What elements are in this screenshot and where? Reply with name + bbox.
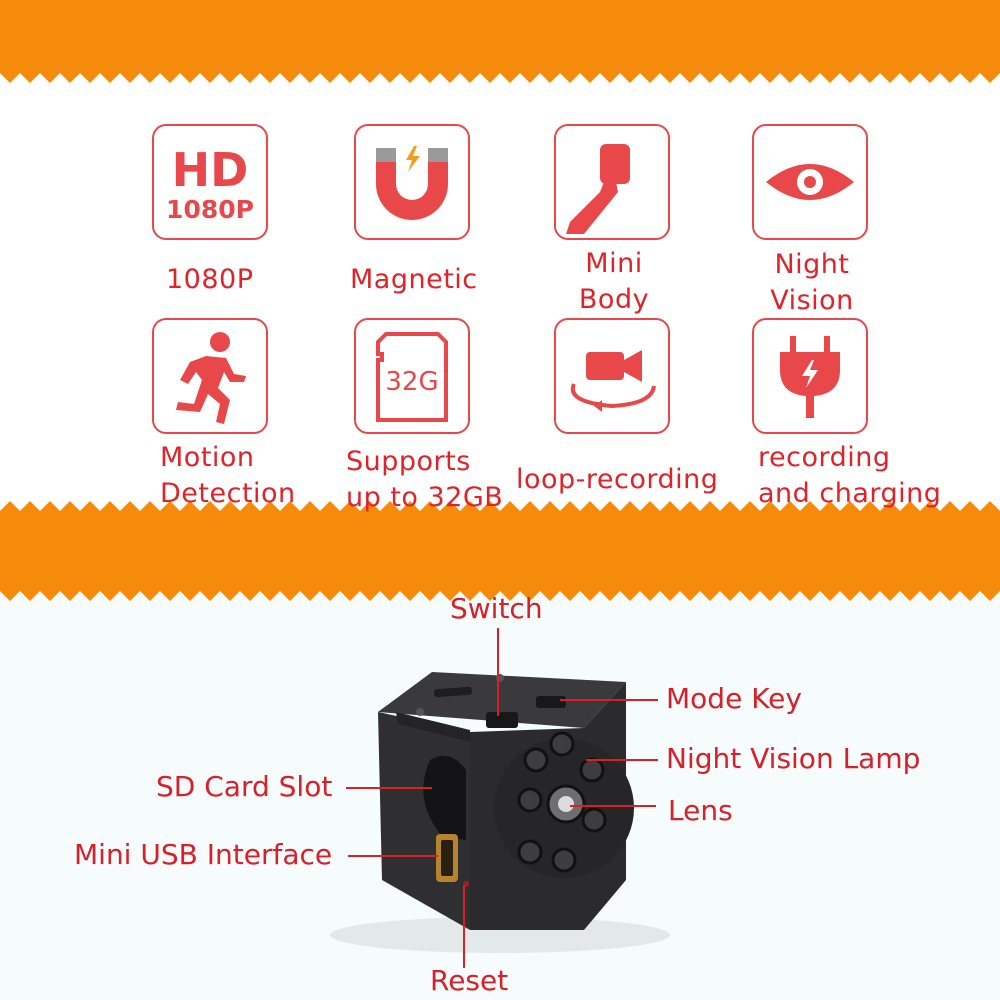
- top-orange-band: [0, 0, 1000, 83]
- feature-label-night-vision: Night Vision: [770, 249, 854, 316]
- callout-switch: Switch: [450, 592, 543, 625]
- motion-detection-tile: [152, 318, 268, 434]
- plug-icon: [780, 336, 840, 418]
- feature-label-motion-detection: Motion Detection: [160, 442, 296, 509]
- callout-mini-usb-interface: Mini USB Interface: [74, 838, 333, 871]
- loop-recording-tile: [554, 318, 670, 434]
- switch-button: [486, 712, 518, 728]
- night-vision-tile: [752, 124, 868, 240]
- 1080p-text: 1080P: [166, 195, 254, 224]
- feature-label-1080p: 1080P: [166, 264, 254, 295]
- reset-hole: [463, 881, 469, 887]
- mini-body-tile: [554, 124, 670, 240]
- hd-1080p-tile: HD 1080P: [152, 124, 268, 240]
- magnet-icon: [376, 146, 448, 220]
- callout-lens: Lens: [668, 794, 733, 827]
- eye-icon: [766, 164, 854, 200]
- 32g-text: 32G: [385, 367, 438, 397]
- feature-label-mini-body: Mini Body: [578, 248, 650, 315]
- feature-label-loop-recording: loop-recording: [516, 464, 719, 495]
- loop-camera-icon: [570, 350, 656, 412]
- recording-charging-tile: [752, 318, 868, 434]
- hd-text: HD: [172, 143, 249, 197]
- hd-1080p-icon: HD 1080P: [166, 143, 254, 224]
- mode-key-button: [536, 696, 566, 708]
- sd-card-tile: 32G: [354, 318, 470, 434]
- callout-night-vision-lamp: Night Vision Lamp: [666, 742, 921, 775]
- mini-body-icon: [566, 144, 630, 234]
- night-vision-leds: [517, 731, 607, 873]
- camera-top-face: [378, 672, 626, 728]
- magnetic-tile: [354, 124, 470, 240]
- callout-reset: Reset: [430, 964, 509, 997]
- callout-sd-card-slot: SD Card Slot: [156, 770, 333, 803]
- sd-card-icon: 32G: [376, 332, 448, 422]
- feature-label-32gb: Supports up to 32GB: [346, 446, 504, 513]
- middle-orange-band: [0, 501, 1000, 601]
- feature-label-magnetic: Magnetic: [350, 264, 478, 295]
- running-person-icon: [176, 332, 246, 424]
- sd-card-slot: [423, 755, 466, 840]
- callout-mode-key: Mode Key: [666, 682, 802, 715]
- callout-leader-lines: [346, 628, 658, 968]
- feature-label-recording-charging: recording and charging: [758, 442, 942, 509]
